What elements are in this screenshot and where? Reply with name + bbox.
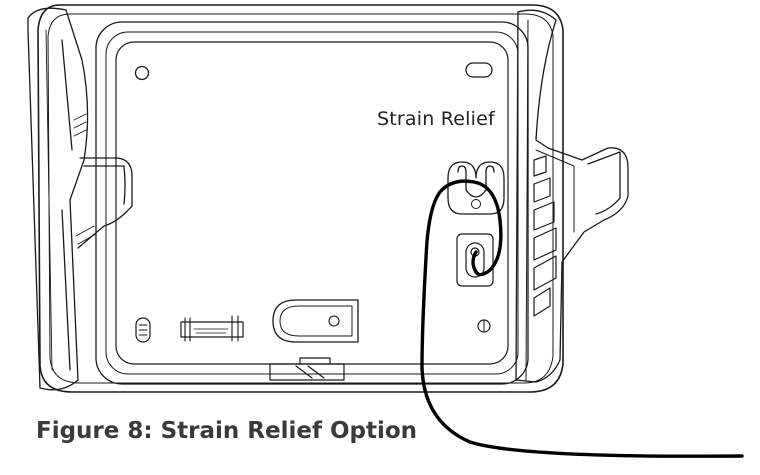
strain-relief-hook bbox=[447, 161, 505, 215]
mounting-slot-top-right bbox=[465, 62, 493, 78]
figure-caption: Figure 8: Strain Relief Option bbox=[36, 418, 418, 444]
wire-entry-slot bbox=[456, 233, 494, 287]
back-plate-panel bbox=[115, 41, 509, 365]
housing-inner-edge bbox=[47, 13, 554, 384]
screw-hole-bottom-right bbox=[477, 319, 491, 333]
mounting-hole-top-left bbox=[134, 65, 150, 81]
vent-pill bbox=[135, 317, 151, 343]
wire-cable-tail bbox=[471, 250, 478, 274]
housing-outline bbox=[37, 4, 564, 393]
strain-relief-label: Strain Relief bbox=[377, 108, 495, 130]
battery-door bbox=[272, 299, 359, 343]
back-plate-step bbox=[105, 31, 519, 375]
terminal-connector bbox=[180, 315, 244, 342]
wire-cable bbox=[420, 179, 744, 458]
left-side-grip bbox=[27, 7, 133, 391]
right-grip-ridges bbox=[533, 155, 557, 317]
back-plate-frame bbox=[95, 21, 529, 385]
right-side-grip bbox=[515, 9, 629, 383]
bottom-latch bbox=[269, 357, 345, 381]
